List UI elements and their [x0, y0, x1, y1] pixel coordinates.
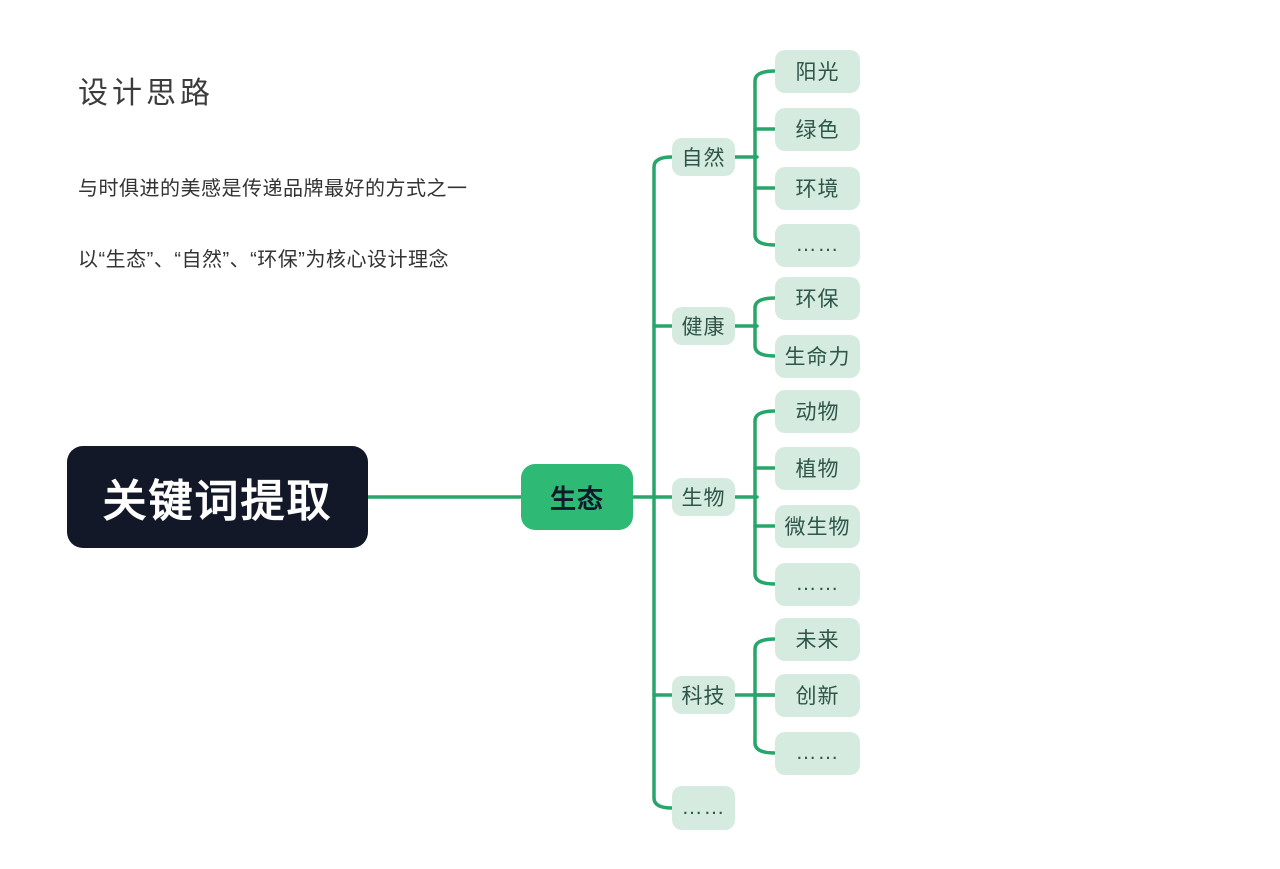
connector-line — [753, 409, 777, 586]
child-node-2-3: …… — [775, 562, 860, 606]
child-node-3-0: 未来 — [775, 617, 860, 661]
branch-node-2: 生物 — [672, 478, 735, 516]
connector-line — [753, 69, 777, 247]
child-node-2-1: 植物 — [775, 446, 860, 490]
child-node-0-1: 绿色 — [775, 107, 860, 151]
mindmap-root-node: 关键词提取 — [67, 446, 368, 548]
branch-node-1: 健康 — [672, 307, 735, 345]
page-title: 设计思路 — [78, 77, 214, 110]
header-block: 设计思路 — [78, 76, 558, 112]
child-node-0-2: 环境 — [775, 166, 860, 210]
child-node-2-2: 微生物 — [775, 504, 860, 548]
branch-node-0: 自然 — [672, 138, 735, 176]
child-node-3-2: …… — [775, 731, 860, 775]
child-node-1-1: 生命力 — [775, 334, 860, 378]
branch-node-3: 科技 — [672, 676, 735, 714]
child-node-0-0: 阳光 — [775, 49, 860, 93]
intro-line-1: 与时俱进的美感是传递品牌最好的方式之一 — [78, 178, 468, 200]
child-node-0-3: …… — [775, 223, 860, 267]
connector-line — [753, 296, 777, 358]
mindmap-center-node: 生态 — [521, 464, 633, 530]
child-node-1-0: 环保 — [775, 276, 860, 320]
connector-line — [652, 155, 674, 810]
child-node-3-1: 创新 — [775, 673, 860, 717]
branch-node-4: …… — [672, 786, 735, 830]
intro-line-2: 以“生态”、“自然”、“环保”为核心设计理念 — [78, 249, 449, 271]
child-node-2-0: 动物 — [775, 389, 860, 433]
